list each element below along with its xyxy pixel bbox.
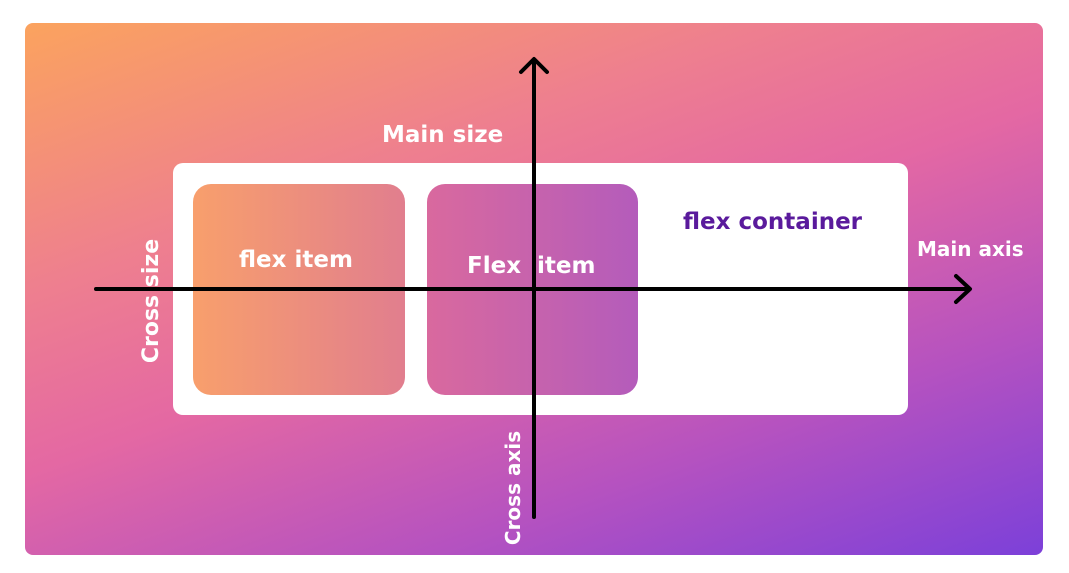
flex-item-1-label: flex item [239,247,353,273]
flex-item-2-label: Flex item [467,253,596,279]
diagram-canvas: flex item Flex item flex container Main … [25,23,1043,555]
axes-layer [94,57,972,519]
flex-container-label: flex container [683,209,863,235]
main-size-label: Main size [382,122,504,148]
cross-axis-arrowhead-icon [519,57,549,74]
main-axis-label: Main axis [917,237,1024,261]
main-axis-arrowhead-icon [954,274,972,304]
